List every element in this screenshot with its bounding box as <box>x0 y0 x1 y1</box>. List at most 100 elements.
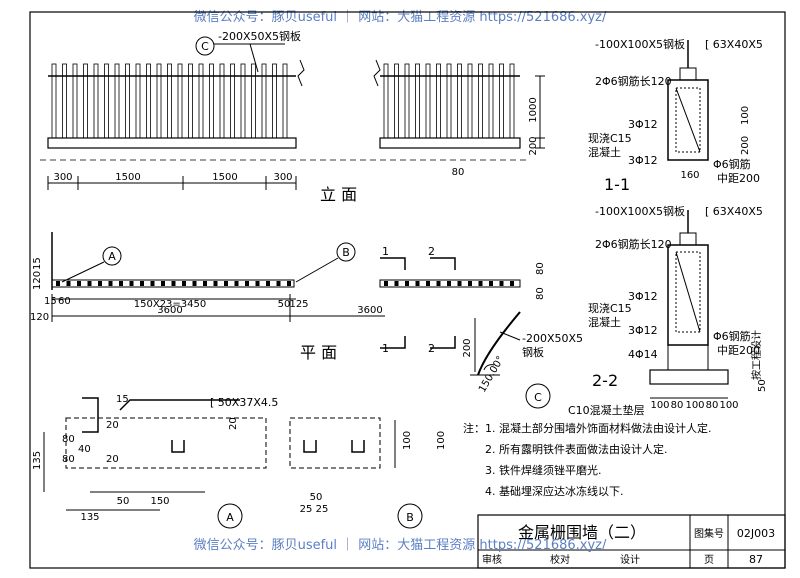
detail-a-outline <box>65 417 267 469</box>
detail-b-dim-25-a: 25 <box>300 504 313 515</box>
picket <box>272 63 277 139</box>
section-1-core <box>675 87 701 153</box>
section-2-stem <box>667 344 709 371</box>
title-block-page-no: 87 <box>749 553 763 566</box>
picket <box>62 63 67 139</box>
detail-a-dim-20-a: 20 <box>106 420 119 431</box>
plan-picket <box>129 281 134 286</box>
picket <box>167 63 172 139</box>
plan-picket <box>468 281 472 286</box>
picket <box>509 63 515 139</box>
section-2-r2: 3Φ12 <box>628 324 658 337</box>
plan-dim-3600-b: 3600 <box>357 305 382 316</box>
plan-dim-125: 125 <box>289 299 308 310</box>
detail-c-plate-label: -200X50X5 <box>522 332 583 345</box>
section-mark-1-top: 1 <box>382 245 389 258</box>
plan-picket <box>478 281 483 286</box>
watermark-bottom: 微信公众号：豚贝useful ｜ 网站：大猫工程资源 https://52168… <box>193 538 607 553</box>
plan-picket <box>457 281 462 286</box>
picket <box>125 63 130 139</box>
title-block-atlas-label: 图集号 <box>694 527 724 540</box>
plan-picket <box>415 281 420 286</box>
detail-a-dim-80-a: 80 <box>62 434 75 445</box>
detail-a-dim-20-b: 20 <box>106 454 119 465</box>
detail-a-picket <box>171 440 185 453</box>
plan-picket <box>510 281 514 286</box>
plan-title: 平 面 <box>300 343 337 362</box>
note-3: 3. 铁件焊缝须锉平磨光. <box>485 463 602 477</box>
section-1-r2: 3Φ12 <box>628 154 658 167</box>
detail-a-callout <box>217 503 243 529</box>
section-1-dim-100: 100 <box>740 106 751 125</box>
section-2-bars: 2Φ6钢筋长120 <box>595 237 672 251</box>
title-block-review: 审核 <box>482 553 502 566</box>
detail-c-plate <box>477 311 521 376</box>
detail-b-dim-100-a: 100 <box>402 431 413 450</box>
detail-a-channel <box>82 397 99 433</box>
dim-200-elev: 200 <box>528 136 539 155</box>
section-1-concrete: 现浇C15 <box>588 132 632 145</box>
picket <box>404 63 410 139</box>
picket <box>177 63 183 139</box>
section-2-dim-b3: 80 <box>706 400 719 411</box>
plan-callout-a-text: A <box>108 250 116 263</box>
elevation-base-right <box>379 137 521 149</box>
picket <box>240 63 246 139</box>
section-1-dim-200: 200 <box>740 136 751 155</box>
elevation-base-left <box>47 137 297 149</box>
plan-picket <box>489 281 493 286</box>
detail-a-dim-50: 50 <box>117 496 130 507</box>
picket <box>146 63 151 139</box>
detail-b-dim-25-b: 25 <box>316 504 329 515</box>
section-1-plate <box>679 67 697 81</box>
plan-dim-3450: 150X23=3450 <box>134 299 207 310</box>
picket <box>156 63 162 139</box>
section-2-title: 2-2 <box>592 371 618 390</box>
detail-b-dim-100-b: 100 <box>436 431 447 450</box>
note-4: 4. 基础埋深应达冰冻线以下. <box>485 484 624 498</box>
picket <box>209 63 214 139</box>
dim-300-a: 300 <box>53 172 72 183</box>
section-2-plate-label: -100X100X5钢板 <box>595 204 685 218</box>
section-2-stirrup: Φ6钢筋 <box>713 329 751 343</box>
plan-picket <box>119 281 123 286</box>
watermark-top: 微信公众号：豚贝useful ｜ 网站：大猫工程资源 https://52168… <box>193 10 607 25</box>
section-2-core <box>675 251 701 333</box>
picket <box>488 63 494 139</box>
plan-dim-120-a: 120 <box>32 271 43 290</box>
sheet-border <box>29 11 786 569</box>
notes-heading: 注： <box>463 421 485 435</box>
section-1-title: 1-1 <box>604 175 630 194</box>
plan-callout-b-text: B <box>342 246 350 259</box>
detail-b-dim-50: 50 <box>310 492 323 503</box>
detail-c-callout <box>525 383 551 409</box>
plan-picket <box>192 281 197 286</box>
section-mark-2-bottom: 2 <box>428 342 435 355</box>
section-1-concrete2: 混凝土 <box>588 145 621 159</box>
detail-a-dim-40: 40 <box>78 444 91 455</box>
section-1-bars: 2Φ6钢筋长120 <box>595 74 672 88</box>
section-1-angle-label: [ 63X40X5 <box>705 38 763 51</box>
plan-dim-60: 60 <box>58 296 71 307</box>
section-2-design: 按工程设计 <box>750 330 763 380</box>
plan-picket <box>161 281 165 286</box>
picket <box>446 63 452 139</box>
section-1-stirrup: Φ6钢筋 <box>713 157 751 171</box>
picket <box>114 63 120 139</box>
detail-b-callout-text: B <box>406 511 414 524</box>
detail-a-dim-20-c: 20 <box>228 417 239 430</box>
section-2-angle-label: [ 63X40X5 <box>705 205 763 218</box>
plan-dim-50: 50 <box>278 299 291 310</box>
section-2-dim-b1: 80 <box>671 400 684 411</box>
section-2-dim-b4: 100 <box>719 400 738 411</box>
picket <box>394 63 399 139</box>
elevation-plate-label: -200X50X5钢板 <box>218 29 301 43</box>
dim-300-b: 300 <box>273 172 292 183</box>
plan-callout-b <box>336 242 356 262</box>
plan-picket <box>436 281 441 286</box>
dim-1500-b: 1500 <box>212 172 237 183</box>
plan-picket <box>77 281 81 286</box>
title-block-check: 校对 <box>550 553 570 566</box>
elevation-title: 立 面 <box>320 185 357 204</box>
plan-picket <box>213 281 218 286</box>
